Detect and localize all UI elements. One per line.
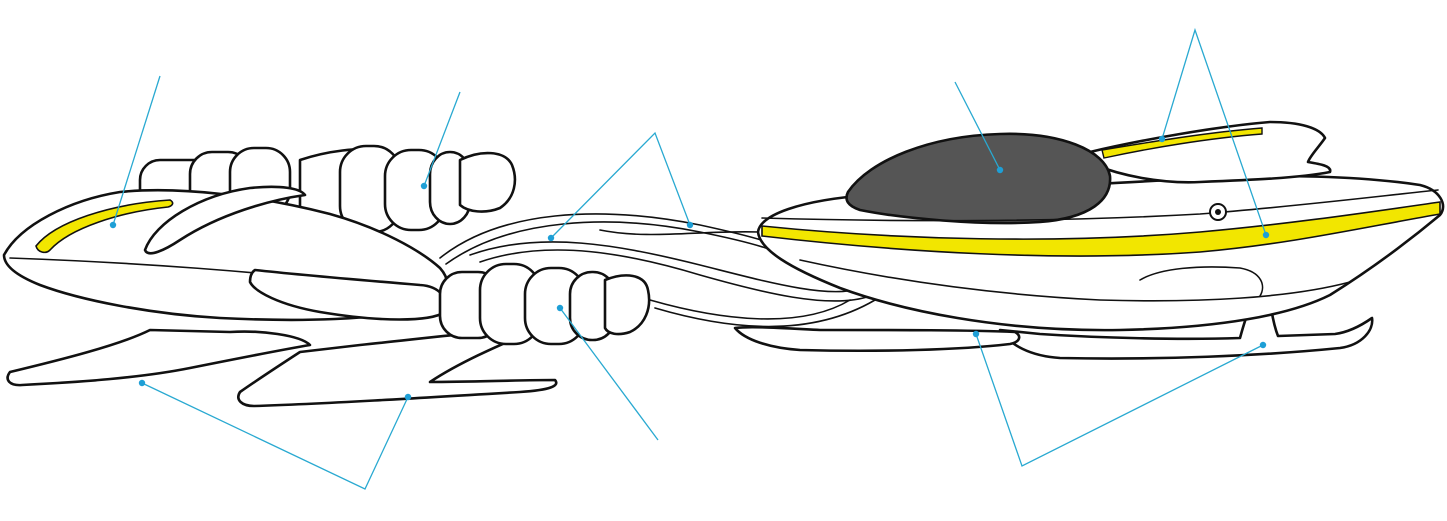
callout-cockpit-pod-stripe [1158, 27, 1270, 239]
cockpit-pod-runner-rear [733, 325, 1021, 353]
callout-leaders [109, 27, 1270, 490]
callout-cockpit-pod-runners [972, 330, 1267, 467]
callout-left-engine-stripe [109, 75, 161, 229]
left-engine-stripe [35, 199, 174, 254]
callout-engine-stabilizer-fins [138, 379, 412, 490]
callout-left-engine-core [420, 91, 461, 190]
right-engine-intake-rings [248, 262, 651, 346]
cockpit-pod [733, 120, 1445, 360]
callout-control-cables [547, 131, 694, 242]
cockpit-pod-stripe [761, 201, 1441, 257]
callout-engine-intake-rings [556, 304, 659, 441]
cockpit-fin-stripe [1101, 127, 1263, 159]
left-engine-rear-fin [6, 328, 312, 387]
callout-cockpit-canopy [954, 81, 1004, 174]
cockpit-canopy [845, 132, 1112, 225]
cockpit-pod-runner-front [998, 288, 1374, 360]
right-engine [237, 262, 651, 408]
